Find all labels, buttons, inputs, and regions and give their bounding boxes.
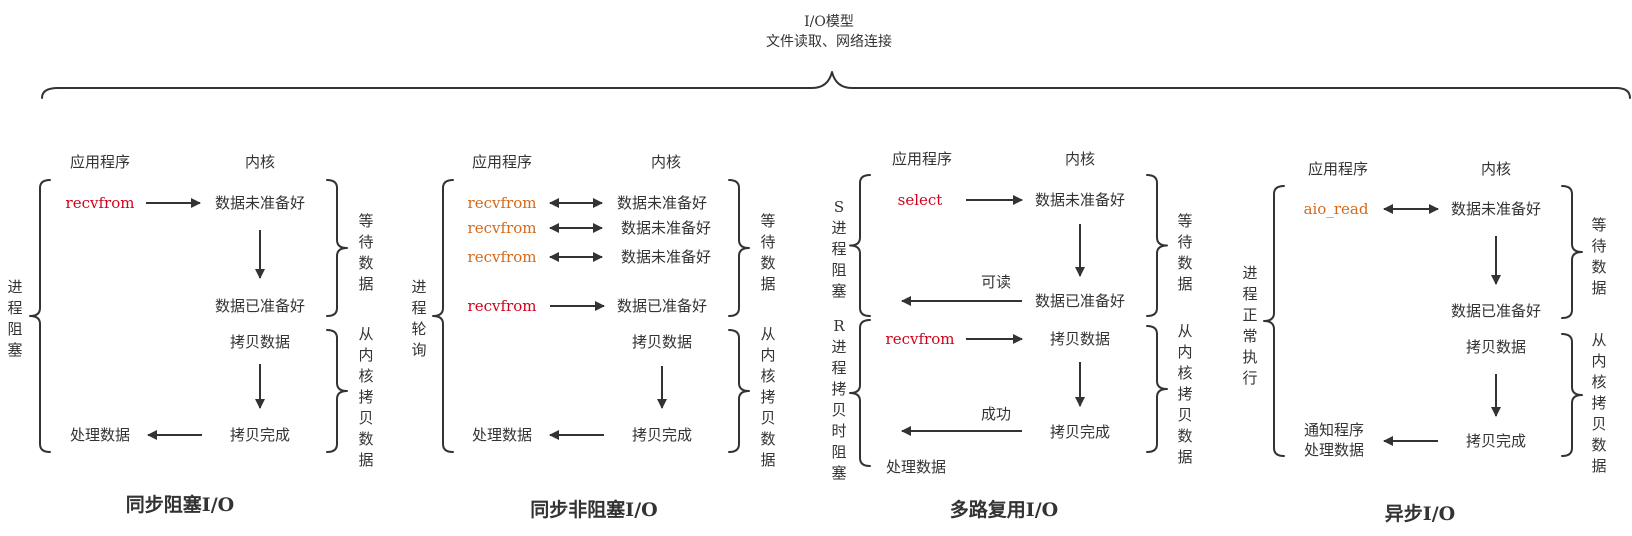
m2-left-brace <box>432 179 454 453</box>
m2-data-not-ready-1: 数据未准备好 <box>616 194 708 212</box>
m2-copy-brace <box>728 329 750 453</box>
m4-notify-program: 通知程序 <box>1303 421 1365 439</box>
m1-kernel-label: 内核 <box>244 153 276 171</box>
m2-title: 同步非阻塞I/O <box>530 499 658 521</box>
m3-select-state: S进程阻塞 <box>831 198 847 300</box>
m4-copy-done: 拷贝完成 <box>1465 432 1527 450</box>
m4-aio-read: aio_read <box>1303 200 1369 218</box>
m4-left-brace <box>1263 185 1285 457</box>
m3-title: 多路复用I/O <box>949 499 1059 521</box>
m1-copy-label: 从内核拷贝数据 <box>358 325 374 469</box>
m2-recvfrom-4: recvfrom <box>467 297 537 315</box>
m4-copy-data: 拷贝数据 <box>1465 338 1527 356</box>
m3-copy-label: 从内核拷贝数据 <box>1177 322 1193 466</box>
m1-data-not-ready: 数据未准备好 <box>214 194 306 212</box>
diagram-subtitle: 文件读取、网络连接 <box>766 34 892 50</box>
m1-copy-done: 拷贝完成 <box>229 426 291 444</box>
m3-copy-brace <box>1146 325 1168 453</box>
m3-data-ready: 数据已准备好 <box>1034 292 1126 310</box>
m4-app-label: 应用程序 <box>1307 160 1369 178</box>
m4-kernel-label: 内核 <box>1480 160 1512 178</box>
m4-copy-label: 从内核拷贝数据 <box>1591 331 1607 475</box>
m4-copy-brace <box>1561 333 1583 457</box>
m3-success-label: 成功 <box>980 405 1012 423</box>
m3-select-brace <box>849 174 871 317</box>
m3-process-data: 处理数据 <box>885 458 947 476</box>
m4-process-state: 进程正常执行 <box>1242 264 1258 387</box>
m1-process-state: 进程阻塞 <box>7 278 23 359</box>
m2-copy-data: 拷贝数据 <box>631 333 693 351</box>
m2-kernel-label: 内核 <box>650 153 682 171</box>
m2-recvfrom-1: recvfrom <box>467 194 537 212</box>
m1-data-ready: 数据已准备好 <box>214 297 306 315</box>
m2-copy-label: 从内核拷贝数据 <box>760 325 776 469</box>
m2-data-not-ready-2: 数据未准备好 <box>620 219 712 237</box>
m1-wait-brace <box>326 179 348 317</box>
diagram-title: I/O模型 <box>804 14 854 30</box>
m4-data-not-ready: 数据未准备好 <box>1450 200 1542 218</box>
m3-kernel-label: 内核 <box>1064 150 1096 168</box>
m4-title: 异步I/O <box>1384 503 1456 525</box>
m1-copy-data: 拷贝数据 <box>229 333 291 351</box>
m2-app-label: 应用程序 <box>471 153 533 171</box>
m2-process-data: 处理数据 <box>471 426 533 444</box>
m1-left-brace <box>29 179 51 453</box>
m2-wait-brace <box>728 179 750 317</box>
m3-app-label: 应用程序 <box>891 150 953 168</box>
m3-copy-data: 拷贝数据 <box>1049 330 1111 348</box>
m3-wait-label: 等待数据 <box>1177 212 1193 293</box>
m2-data-ready: 数据已准备好 <box>616 297 708 315</box>
m4-process-data: 处理数据 <box>1303 441 1365 459</box>
m3-recv-brace <box>849 319 871 467</box>
m2-process-state: 进程轮询 <box>411 278 427 359</box>
m1-wait-label: 等待数据 <box>358 212 374 293</box>
m1-process-data: 处理数据 <box>69 426 131 444</box>
m3-copy-done: 拷贝完成 <box>1049 423 1111 441</box>
m4-wait-label: 等待数据 <box>1591 216 1607 297</box>
m1-app-label: 应用程序 <box>69 153 131 171</box>
m3-data-not-ready: 数据未准备好 <box>1034 191 1126 209</box>
m2-recvfrom-2: recvfrom <box>467 219 537 237</box>
m1-copy-brace <box>326 329 348 453</box>
top-brace <box>41 71 1631 99</box>
m3-recvfrom: recvfrom <box>885 330 955 348</box>
m3-recv-state: R进程拷贝时阻塞 <box>831 317 847 482</box>
m3-wait-brace <box>1146 174 1168 317</box>
m4-wait-brace <box>1561 185 1583 319</box>
m2-data-not-ready-3: 数据未准备好 <box>620 248 712 266</box>
m1-recvfrom: recvfrom <box>65 194 135 212</box>
m1-title: 同步阻塞I/O <box>125 494 235 516</box>
m2-copy-done: 拷贝完成 <box>631 426 693 444</box>
m4-data-ready: 数据已准备好 <box>1450 302 1542 320</box>
m2-recvfrom-3: recvfrom <box>467 248 537 266</box>
m2-wait-label: 等待数据 <box>760 212 776 293</box>
m3-readable-label: 可读 <box>980 273 1012 291</box>
m3-select: select <box>897 191 943 209</box>
